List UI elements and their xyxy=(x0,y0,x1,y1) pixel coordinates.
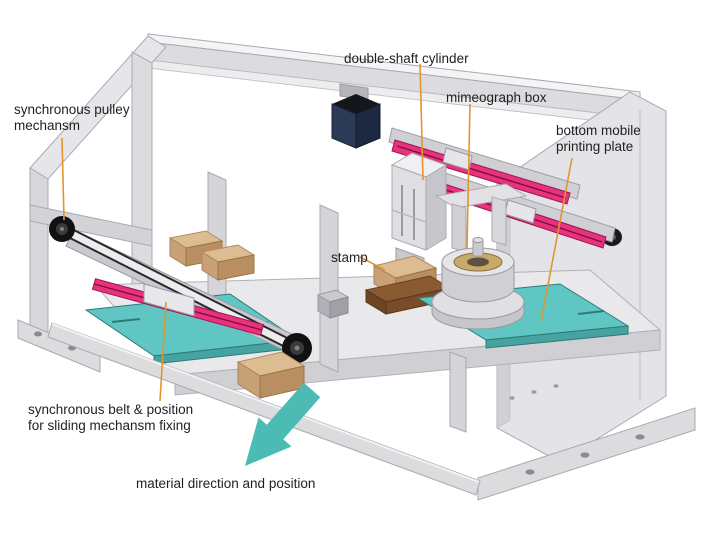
leader-printing-plate xyxy=(540,157,573,323)
double-shaft-cylinder xyxy=(390,152,448,273)
callout-synchronous-pulley-mechanism: synchronous pulley mechansm xyxy=(14,102,130,133)
callout-bottom-mobile-printing-plate: bottom mobile printing plate xyxy=(556,123,641,154)
callout-material-direction: material direction and position xyxy=(136,476,316,491)
leader-lines xyxy=(61,63,573,402)
material-blocks-left xyxy=(168,230,256,281)
top-frame-rail xyxy=(147,33,641,127)
callout-double-shaft-cylinder: double-shaft cylinder xyxy=(344,51,469,66)
left-linear-rail xyxy=(91,278,265,336)
callout-stamp: stamp xyxy=(331,250,368,265)
leader-synchronous-pulley xyxy=(61,137,65,221)
callout-mimeograph-box: mimeograph box xyxy=(446,90,547,105)
left-printing-plate xyxy=(84,293,300,365)
drive-motor xyxy=(331,83,381,149)
material-direction-arrow-icon xyxy=(245,382,321,466)
stamp-assembly xyxy=(364,255,452,315)
mimeograph-gantry xyxy=(434,183,528,253)
callout-synchronous-belt-position: synchronous belt & position for sliding … xyxy=(28,402,194,433)
material-block-front xyxy=(236,351,306,399)
mimeograph-box xyxy=(431,237,525,330)
leader-double-shaft-cylinder xyxy=(419,63,424,181)
mount-hole xyxy=(34,331,42,337)
left-end-wall xyxy=(17,35,167,373)
leader-synchronous-belt xyxy=(159,301,167,402)
leader-mimeograph-box xyxy=(466,103,471,249)
sliding-carriage xyxy=(143,283,195,317)
leader-stamp xyxy=(359,256,386,271)
front-frame-rail xyxy=(47,322,481,496)
